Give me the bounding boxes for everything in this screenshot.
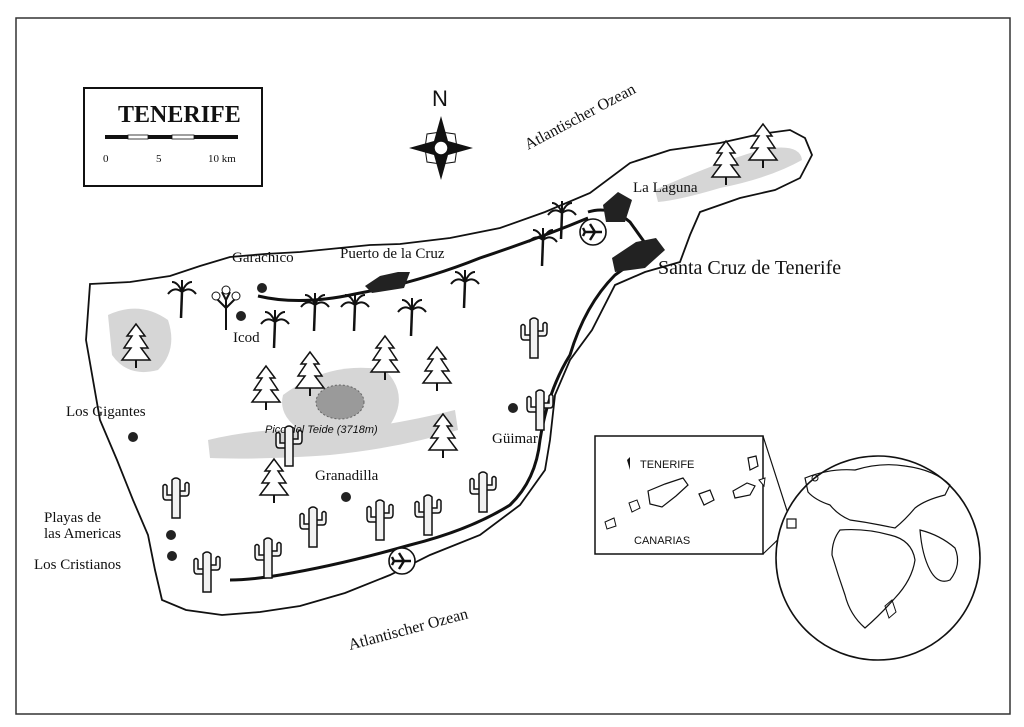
label-playas-2: las Americas [44, 526, 121, 542]
airport-icon [578, 217, 608, 247]
teide-caldera [315, 384, 365, 420]
laguna-city [603, 192, 632, 222]
ocean-south-label: Atlantischer Ozean [347, 606, 470, 654]
label-granadilla: Granadilla [315, 468, 379, 484]
ocean-north-label: Atlantischer Ozean [522, 81, 639, 154]
label-garachico: Garachico [232, 250, 294, 266]
dragon-tree-icon [211, 285, 241, 330]
legend: TENERIFE 0 5 10 km [83, 87, 263, 187]
city-areas [365, 192, 665, 293]
town-dots [128, 283, 518, 561]
scale-10: 10 km [208, 153, 236, 165]
compass-north: N [432, 86, 448, 111]
globe [775, 455, 981, 661]
town-dot-icon [341, 492, 351, 502]
santa-cruz-city [612, 238, 665, 272]
label-playas-1: Playas de [44, 510, 101, 526]
puerto-city [365, 272, 410, 293]
town-dot-icon [167, 551, 177, 561]
map-frame [15, 17, 1011, 715]
inset-tenerife-island [647, 477, 689, 508]
inset-canarias: TENERIFE CANARIAS [594, 435, 791, 555]
inset-tenerife-label: TENERIFE [640, 459, 694, 471]
label-puerto: Puerto de la Cruz [340, 246, 445, 262]
legend-title: TENERIFE [118, 102, 241, 128]
scale-5: 5 [156, 153, 162, 165]
town-dot-icon [128, 432, 138, 442]
label-la-laguna: La Laguna [633, 180, 698, 196]
label-los-cristianos: Los Cristianos [34, 557, 121, 573]
label-los-gigantes: Los Gigantes [66, 404, 146, 420]
inset-canarias-label: CANARIAS [634, 535, 690, 547]
label-icod: Icod [233, 330, 260, 346]
compass-rose-icon: N [409, 86, 473, 180]
town-dot-icon [166, 530, 176, 540]
town-dot-icon [508, 403, 518, 413]
scale-0: 0 [103, 153, 109, 165]
town-dot-icon [236, 311, 246, 321]
label-guimar: Güimar [492, 431, 538, 447]
town-dot-icon [257, 283, 267, 293]
label-santa-cruz: Santa Cruz de Tenerife [658, 257, 841, 279]
airport-icon [387, 546, 417, 576]
peak-label: Pico del Teide (3718m) [265, 424, 378, 436]
